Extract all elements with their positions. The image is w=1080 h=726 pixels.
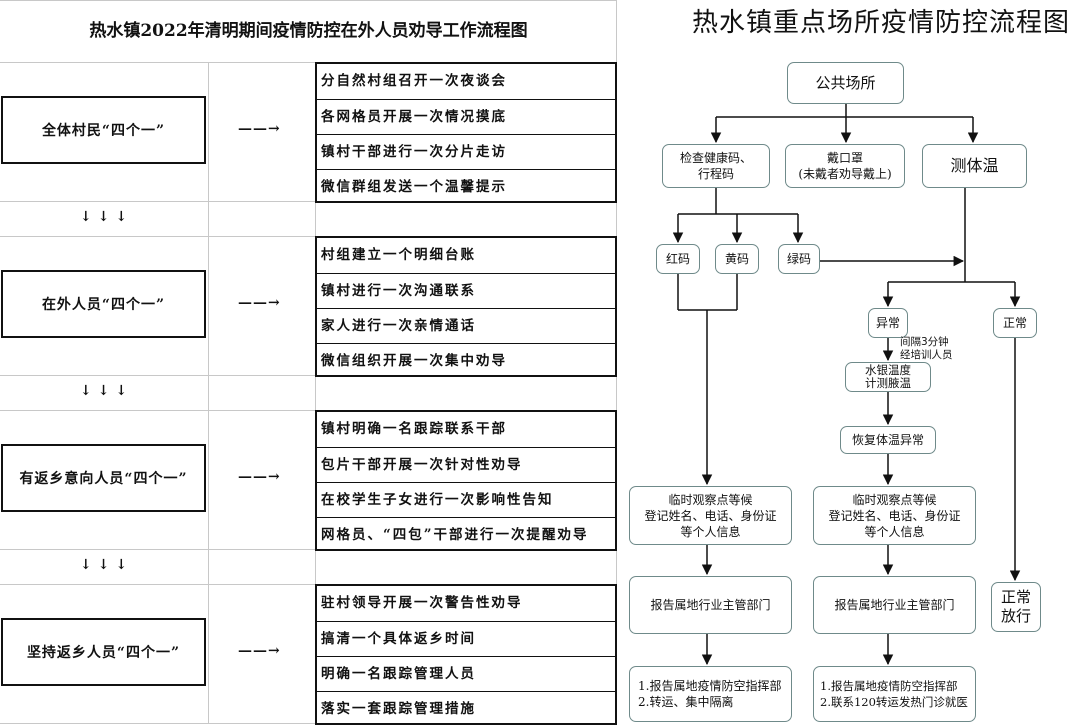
node-mercury-thermometer: 水银温度 计测腋温 bbox=[845, 362, 931, 392]
grid-line bbox=[315, 62, 316, 724]
grid-line bbox=[0, 236, 617, 237]
action-item: 家人进行一次亲情通话 bbox=[317, 308, 615, 343]
grid-line bbox=[0, 410, 617, 411]
action-box: 镇村明确一名跟踪联系干部 包片干部开展一次针对性劝导 在校学生子女进行一次影响性… bbox=[315, 410, 617, 551]
down-arrows: ↓↓↓ bbox=[80, 383, 134, 399]
right-title: 热水镇重点场所疫情防控流程图 bbox=[691, 8, 1070, 38]
action-box: 驻村领导开展一次警告性劝导 搞清一个具体返乡时间 明确一名跟踪管理人员 落实一套… bbox=[315, 584, 617, 725]
grid-line bbox=[0, 201, 617, 202]
node-observation-right: 临时观察点等候 登记姓名、电话、身份证 等个人信息 bbox=[813, 486, 976, 545]
right-arrow: ——→ bbox=[238, 643, 281, 659]
node-observation-left: 临时观察点等候 登记姓名、电话、身份证 等个人信息 bbox=[629, 486, 792, 545]
action-item: 落实一套跟踪管理措施 bbox=[317, 691, 615, 726]
grid-line bbox=[0, 62, 617, 63]
grid-line bbox=[0, 375, 617, 376]
node-final-right: 1.报告属地疫情防空指挥部 2.联系120转运发热门诊就医 bbox=[813, 666, 976, 722]
down-arrows: ↓↓↓ bbox=[80, 557, 134, 573]
group-box-outside-personnel: 在外人员“四个一” bbox=[1, 270, 206, 338]
node-report-left: 报告属地行业主管部门 bbox=[629, 576, 792, 634]
grid-line bbox=[208, 62, 209, 724]
action-item: 镇村明确一名跟踪联系干部 bbox=[321, 421, 507, 437]
action-item: 微信组织开展一次集中劝导 bbox=[317, 343, 615, 378]
connector-lines bbox=[672, 104, 1021, 666]
node-measure-temperature: 测体温 bbox=[922, 144, 1027, 188]
action-box: 分自然村组召开一次夜谈会 各网格员开展一次情况摸底 镇村干部进行一次分片走访 微… bbox=[315, 62, 617, 203]
group-box-all-villagers: 全体村民“四个一” bbox=[1, 96, 206, 164]
right-arrow: ——→ bbox=[238, 295, 281, 311]
grid-line bbox=[0, 584, 617, 585]
node-yellow-code: 黄码 bbox=[715, 244, 759, 274]
node-abnormal: 异常 bbox=[868, 308, 908, 338]
action-item: 在校学生子女进行一次影响性告知 bbox=[317, 482, 615, 517]
action-box: 村组建立一个明细台账 镇村进行一次沟通联系 家人进行一次亲情通话 微信组织开展一… bbox=[315, 236, 617, 377]
group-box-return-intent: 有返乡意向人员“四个一” bbox=[1, 444, 206, 512]
right-flowchart: 热水镇重点场所疫情防控流程图 bbox=[617, 0, 1080, 724]
action-item: 分自然村组召开一次夜谈会 bbox=[321, 73, 507, 89]
note-interval: 间隔3分钟 经培训人员 bbox=[900, 336, 953, 361]
action-item: 村组建立一个明细台账 bbox=[321, 247, 476, 263]
action-item: 微信群组发送一个温馨提示 bbox=[317, 169, 615, 204]
down-arrows: ↓↓↓ bbox=[80, 209, 134, 225]
grid-line bbox=[0, 549, 617, 550]
action-item: 各网格员开展一次情况摸底 bbox=[317, 99, 615, 134]
action-item: 镇村干部进行一次分片走访 bbox=[317, 134, 615, 169]
grid-line bbox=[0, 0, 617, 1]
node-final-left: 1.报告属地疫情防空指挥部 2.转运、集中隔离 bbox=[629, 666, 792, 722]
action-item: 搞清一个具体返乡时间 bbox=[317, 621, 615, 656]
node-check-health-code: 检查健康码、 行程码 bbox=[662, 144, 770, 188]
action-item: 驻村领导开展一次警告性劝导 bbox=[321, 595, 523, 611]
action-item: 明确一名跟踪管理人员 bbox=[317, 656, 615, 691]
action-item: 包片干部开展一次针对性劝导 bbox=[317, 447, 615, 482]
group-box-insist-return: 坚持返乡人员“四个一” bbox=[1, 618, 206, 686]
action-item: 镇村进行一次沟通联系 bbox=[317, 273, 615, 308]
left-flowchart: 热水镇2022年清明期间疫情防控在外人员劝导工作流程图 全体村民“四个一” ——… bbox=[0, 0, 617, 725]
node-recover-abnormal: 恢复体温异常 bbox=[840, 426, 936, 454]
node-normal: 正常 bbox=[993, 308, 1037, 338]
node-pass: 正常 放行 bbox=[991, 582, 1041, 632]
right-arrow: ——→ bbox=[238, 121, 281, 137]
right-arrow: ——→ bbox=[238, 469, 281, 485]
node-green-code: 绿码 bbox=[778, 244, 820, 274]
node-red-code: 红码 bbox=[656, 244, 700, 274]
node-wear-mask: 戴口罩 (未戴者劝导戴上) bbox=[785, 144, 905, 188]
left-title: 热水镇2022年清明期间疫情防控在外人员劝导工作流程图 bbox=[89, 21, 528, 41]
node-public-place: 公共场所 bbox=[787, 62, 904, 104]
node-report-right: 报告属地行业主管部门 bbox=[813, 576, 976, 634]
action-item: 网格员、“四包”干部进行一次提醒劝导 bbox=[317, 517, 615, 552]
